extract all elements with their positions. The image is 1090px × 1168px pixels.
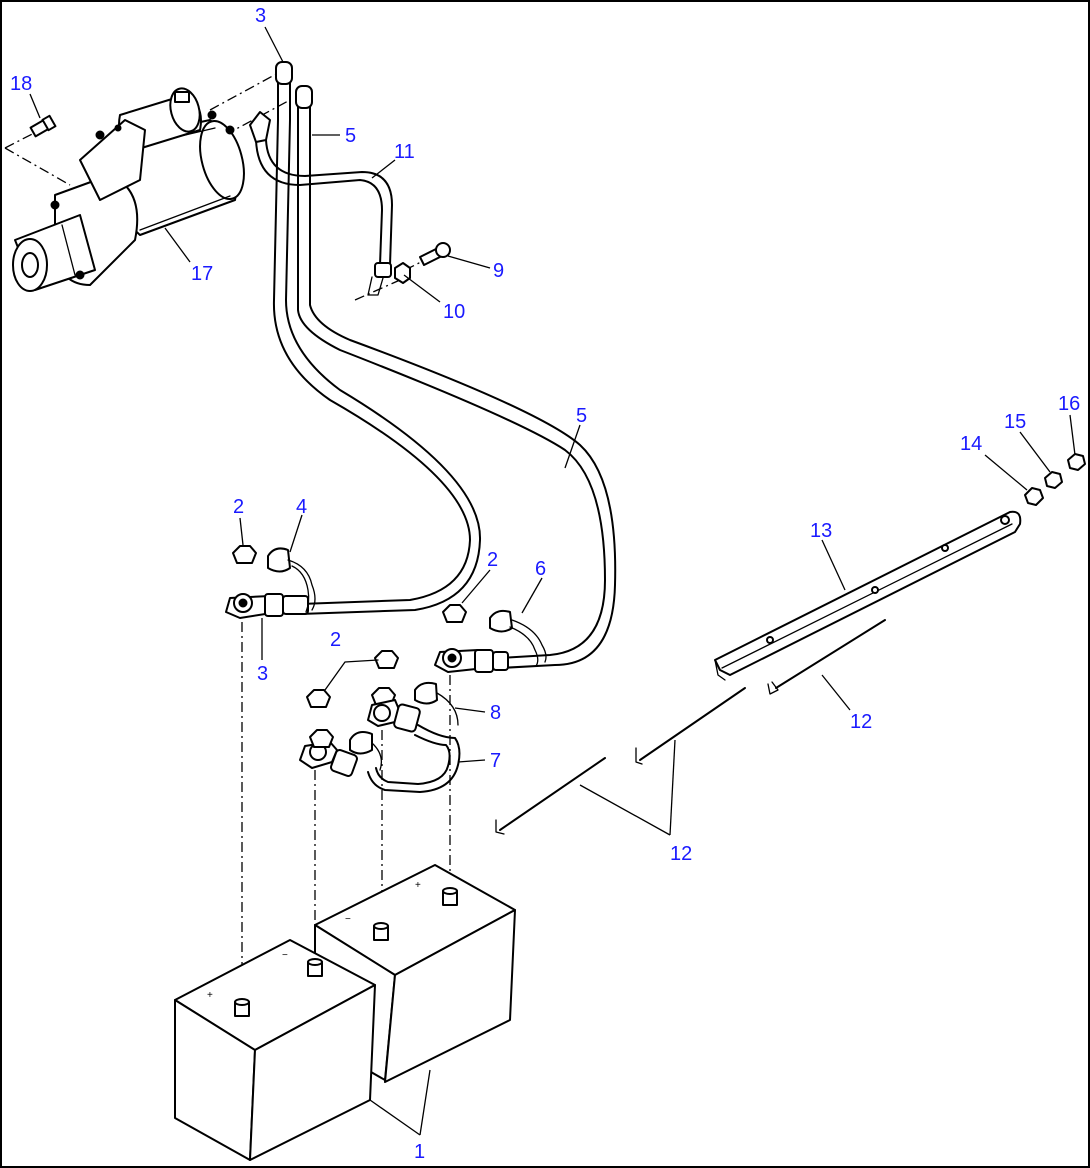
callout-11: 11 <box>394 141 415 163</box>
callout-13: 13 <box>810 520 832 542</box>
terminal-mid-assembly <box>434 604 547 673</box>
callout-18: 18 <box>10 73 32 95</box>
callout-8: 8 <box>490 702 501 724</box>
callout-3-bottom: 3 <box>257 663 268 685</box>
callout-3-top: 3 <box>255 5 266 27</box>
callout-16: 16 <box>1058 393 1080 415</box>
callout-17: 17 <box>191 263 213 285</box>
battery-front: + − <box>174 939 376 1161</box>
callouts: 18 3 5 11 9 10 17 5 16 15 14 13 12 12 2 … <box>10 5 1080 1163</box>
callout-5-mid: 5 <box>576 405 587 427</box>
callout-2-left: 2 <box>233 496 244 518</box>
callout-15: 15 <box>1004 411 1026 433</box>
callout-6: 6 <box>535 558 546 580</box>
callout-12-right: 12 <box>850 711 872 733</box>
callout-9: 9 <box>493 260 504 282</box>
callout-2-right: 2 <box>487 549 498 571</box>
terminal-left-assembly <box>225 545 316 619</box>
leader-lines <box>29 26 1076 1136</box>
callout-1: 1 <box>414 1141 425 1163</box>
callout-10: 10 <box>443 301 465 323</box>
callout-4: 4 <box>296 496 307 518</box>
callout-2-center: 2 <box>330 629 341 651</box>
starter-motor <box>4 71 291 292</box>
batteries: − + + − <box>174 864 516 1161</box>
bolt-18 <box>29 114 57 138</box>
battery-front-pos-mark: + <box>207 990 213 1001</box>
connector-cables <box>299 650 461 793</box>
callout-12-bottom: 12 <box>670 843 692 865</box>
battery-back-pos-mark: + <box>415 880 421 891</box>
battery-back-neg-mark: − <box>345 914 351 925</box>
battery-front-neg-mark: − <box>282 950 288 961</box>
hold-down-hardware <box>495 453 1086 835</box>
cables <box>249 61 617 669</box>
callout-14: 14 <box>960 433 982 455</box>
callout-7: 7 <box>490 750 501 772</box>
callout-5-top: 5 <box>345 125 356 147</box>
